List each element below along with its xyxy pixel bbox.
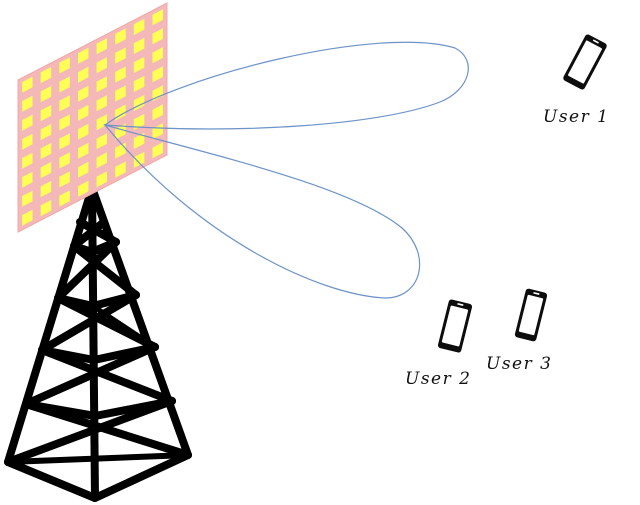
antenna-element <box>78 161 89 178</box>
user-2-label: User 2 <box>405 369 471 389</box>
antenna-element <box>59 114 70 131</box>
antenna-element <box>96 95 107 112</box>
antenna-element <box>115 47 126 64</box>
antenna-element <box>40 162 52 179</box>
antenna-element <box>78 180 89 197</box>
antenna-element <box>133 132 145 149</box>
antenna-element <box>22 152 33 169</box>
antenna-element <box>40 105 52 122</box>
antenna-element <box>133 18 145 35</box>
antenna-element <box>40 67 52 84</box>
antenna-element <box>59 171 70 188</box>
antenna-element <box>78 66 89 83</box>
antenna-element <box>59 76 70 93</box>
beam-to-users-2-3 <box>103 123 421 299</box>
antenna-element <box>78 104 89 121</box>
antenna-element <box>152 104 163 121</box>
antenna-element <box>152 123 163 140</box>
antenna-element <box>59 95 70 112</box>
antenna-element <box>22 133 33 150</box>
antenna-element <box>40 124 52 141</box>
beam-to-user-1 <box>103 41 469 130</box>
antenna-array-icon <box>17 2 168 233</box>
antenna-element <box>78 47 89 64</box>
antenna-element <box>115 85 126 102</box>
antenna-element <box>152 142 163 159</box>
antenna-elements <box>22 9 163 226</box>
antenna-element <box>22 171 33 188</box>
smartphone-icon-user-1 <box>563 34 607 90</box>
antenna-element <box>22 95 33 112</box>
antenna-element <box>115 66 126 83</box>
antenna-element <box>96 171 107 188</box>
antenna-element <box>115 28 126 45</box>
antenna-element <box>115 123 126 140</box>
antenna-element <box>133 56 145 73</box>
antenna-element <box>59 190 70 207</box>
radiation-beams <box>103 41 469 299</box>
antenna-element <box>115 161 126 178</box>
antenna-element <box>96 152 107 169</box>
antenna-element <box>22 190 33 207</box>
antenna-element <box>133 113 145 130</box>
antenna-element <box>59 57 70 74</box>
antenna-element <box>40 200 52 217</box>
antenna-element <box>22 114 33 131</box>
antenna-element <box>40 181 52 198</box>
antenna-element <box>152 85 163 102</box>
antenna-element <box>133 75 145 92</box>
antenna-element <box>152 9 163 26</box>
smartphone-icon-user-2 <box>437 299 473 353</box>
antenna-element <box>40 86 52 103</box>
antenna-element <box>96 38 107 55</box>
antenna-element <box>152 47 163 64</box>
antenna-element <box>133 37 145 54</box>
antenna-element <box>96 76 107 93</box>
user-3-label: User 3 <box>486 354 552 374</box>
user-1-label: User 1 <box>543 107 609 127</box>
antenna-element <box>96 114 107 131</box>
antenna-element <box>78 85 89 102</box>
phones <box>437 34 607 353</box>
antenna-element <box>152 28 163 45</box>
antenna-element <box>59 152 70 169</box>
antenna-element <box>96 133 107 150</box>
lattice-tower-icon <box>4 184 192 502</box>
antenna-element <box>59 133 70 150</box>
antenna-element <box>22 209 33 226</box>
antenna-element <box>22 76 33 93</box>
antenna-element <box>152 66 163 83</box>
antenna-element <box>133 151 145 168</box>
antenna-panel <box>17 2 168 233</box>
antenna-element <box>96 57 107 74</box>
smartphone-icon-user-3 <box>514 288 548 342</box>
antenna-element <box>40 143 52 160</box>
antenna-element <box>78 123 89 140</box>
antenna-element <box>78 142 89 159</box>
